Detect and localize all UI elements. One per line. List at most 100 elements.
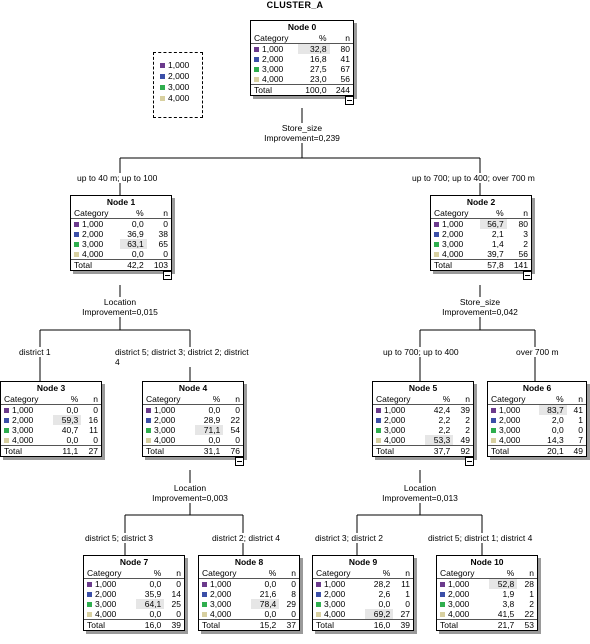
- row-category: 2,000: [313, 589, 365, 599]
- row-n: 41: [573, 405, 583, 415]
- header-n: n: [146, 208, 171, 219]
- branch-label-node5: up to 700; up to 400: [383, 347, 459, 357]
- node-7[interactable]: Node 7 Category % n 1,000 0,0 0 2,000 35…: [83, 555, 185, 631]
- node-row: 2,000 21,6 8: [199, 589, 299, 599]
- node-4[interactable]: Node 4 Category % n 1,000 0,0 0 2,000 28…: [142, 381, 244, 466]
- node-total-row: Total 11,1 27: [1, 445, 101, 456]
- row-pct: 23,0: [310, 74, 327, 84]
- legend-item-1: 1,000: [160, 60, 202, 71]
- node-2[interactable]: Node 2 Category % n 1,000 56,7 80 2,000 …: [430, 195, 532, 280]
- node-row: 3,000 0,0 0: [488, 425, 586, 435]
- row-pct: 0,0: [131, 219, 144, 229]
- category-label: 4,000: [12, 435, 34, 445]
- category-label: 3,000: [210, 599, 232, 609]
- branch-label-node9: district 3; district 2: [315, 533, 384, 543]
- node-total-row: Total 16,0 39: [313, 619, 413, 630]
- node-row: 1,000 0,0 0: [1, 405, 101, 415]
- node-table: Category % n 1,000 42,4 39 2,000 2,2 2 3…: [373, 394, 473, 456]
- split-node2: Store_size Improvement=0,042: [430, 297, 530, 317]
- node-3[interactable]: Node 3 Category % n 1,000 0,0 0 2,000 59…: [0, 381, 102, 457]
- node-row: 1,000 83,7 41: [488, 404, 586, 415]
- row-pct: 0,0: [66, 435, 79, 445]
- collapse-icon[interactable]: [163, 271, 172, 280]
- node-1[interactable]: Node 1 Category % n 1,000 0,0 0 2,000 36…: [70, 195, 172, 280]
- row-pct: 63,1: [119, 239, 147, 249]
- row-n: 0: [291, 579, 296, 589]
- branch-label-node2: up to 700; up to 400; over 700 m: [412, 173, 535, 183]
- total-n: 39: [393, 619, 413, 630]
- row-pct: 0,0: [378, 599, 391, 609]
- node-total-row: Total 37,7 92: [373, 445, 473, 456]
- row-n: 0: [93, 435, 98, 445]
- node-5[interactable]: Node 5 Category % n 1,000 42,4 39 2,000 …: [372, 381, 474, 466]
- node-table: Category % n 1,000 0,0 0 2,000 21,6 8 3,…: [199, 568, 299, 630]
- header-pct: %: [135, 568, 165, 579]
- row-pct: 71,1: [194, 425, 224, 435]
- node-header-row: Category % n: [1, 394, 101, 405]
- row-category: 1,000: [143, 405, 195, 415]
- total-pct: 21,7: [488, 619, 518, 630]
- total-pct: 37,7: [424, 445, 454, 456]
- node-row: 4,000 0,0 0: [84, 609, 184, 620]
- node-row: 1,000 52,8 28: [437, 578, 537, 589]
- category-swatch-icon: [87, 602, 92, 608]
- category-label: 4,000: [262, 74, 284, 84]
- header-pct: %: [479, 208, 507, 219]
- row-n: 0: [578, 425, 583, 435]
- category-swatch-icon: [440, 612, 445, 618]
- node-row: 4,000 39,7 56: [431, 249, 531, 260]
- collapse-icon[interactable]: [465, 457, 474, 466]
- category-swatch-icon: [376, 438, 381, 444]
- node-row: 1,000 56,7 80: [431, 218, 531, 229]
- collapse-icon[interactable]: [345, 96, 354, 105]
- legend-item-4: 4,000: [160, 93, 202, 104]
- row-n: 25: [171, 599, 181, 609]
- node-table: Category % n 1,000 83,7 41 2,000 2,0 1 3…: [488, 394, 586, 456]
- header-n: n: [566, 394, 586, 405]
- row-n: 0: [291, 609, 296, 619]
- row-category: 2,000: [1, 415, 53, 425]
- node-header-row: Category % n: [199, 568, 299, 579]
- legend-label: 2,000: [168, 71, 190, 81]
- header-n: n: [164, 568, 184, 579]
- category-label: 4,000: [324, 609, 346, 619]
- row-category: 2,000: [71, 229, 120, 239]
- category-label: 1,000: [324, 579, 346, 589]
- split-node5: Location Improvement=0,013: [370, 483, 470, 503]
- node-title: Node 7: [119, 557, 149, 567]
- node-header-row: Category % n: [84, 568, 184, 579]
- row-pct: 1,4: [491, 239, 504, 249]
- category-swatch-icon: [146, 438, 151, 444]
- category-swatch-icon: [316, 612, 321, 618]
- node-header-row: Category % n: [313, 568, 413, 579]
- row-pct: 0,0: [264, 609, 277, 619]
- node-table: Category % n 1,000 0,0 0 2,000 28,9 22 3…: [143, 394, 243, 456]
- row-category: 3,000: [488, 425, 539, 435]
- collapse-icon[interactable]: [235, 457, 244, 466]
- collapse-icon[interactable]: [523, 271, 532, 280]
- node-10[interactable]: Node 10 Category % n 1,000 52,8 28 2,000…: [436, 555, 538, 631]
- header-n: n: [453, 394, 473, 405]
- category-swatch-icon: [74, 232, 79, 238]
- node-row: 4,000 14,3 7: [488, 435, 586, 446]
- node-6[interactable]: Node 6 Category % n 1,000 83,7 41 2,000 …: [487, 381, 587, 457]
- node-8[interactable]: Node 8 Category % n 1,000 0,0 0 2,000 21…: [198, 555, 300, 631]
- category-label: 2,000: [384, 415, 406, 425]
- node-row: 2,000 59,3 16: [1, 415, 101, 425]
- node-9[interactable]: Node 9 Category % n 1,000 28,2 11 2,000 …: [312, 555, 414, 631]
- chart-title: CLUSTER_A: [266, 0, 324, 10]
- node-0[interactable]: Node 0 Category % n 1,000 32,8 80 2,000 …: [250, 20, 354, 105]
- category-label: 3,000: [324, 599, 346, 609]
- category-label: 3,000: [95, 599, 117, 609]
- total-n: 103: [146, 259, 171, 270]
- row-category: 1,000: [437, 579, 489, 589]
- row-category: 4,000: [143, 435, 195, 446]
- category-label: 1,000: [442, 219, 464, 229]
- total-pct: 15,2: [250, 619, 280, 630]
- node-table: Category % n 1,000 52,8 28 2,000 1,9 1 3…: [437, 568, 537, 630]
- category-swatch-icon: [74, 252, 79, 258]
- branch-label-line: 4: [115, 357, 120, 367]
- split-variable: Store_size: [281, 123, 323, 133]
- category-label: 2,000: [95, 589, 117, 599]
